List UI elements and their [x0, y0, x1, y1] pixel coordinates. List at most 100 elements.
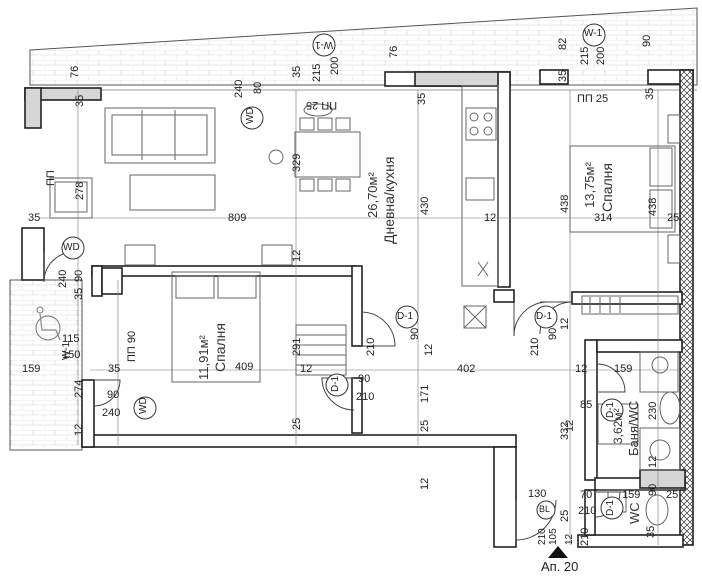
- dim: 12: [564, 533, 575, 545]
- dim: 12: [300, 363, 313, 375]
- dim: 274: [73, 379, 85, 398]
- dim: 240: [57, 269, 69, 288]
- dim: 35: [557, 69, 569, 82]
- dim: 230: [647, 401, 659, 420]
- room-name-bedroom-right: Спалня: [599, 163, 615, 212]
- room-name-bedroom-left: Спалня: [212, 323, 228, 372]
- wardrobe-left: [295, 324, 347, 376]
- armchair: [49, 177, 93, 219]
- dim: 12: [559, 317, 571, 330]
- dim: 240: [102, 407, 121, 419]
- dim: 35: [74, 94, 86, 107]
- dim: 25: [291, 417, 303, 430]
- dim: 12: [575, 363, 588, 375]
- dim: 210: [356, 391, 375, 403]
- dim: 90: [107, 389, 120, 401]
- dim: 159: [622, 489, 641, 501]
- dim: 159: [22, 363, 41, 375]
- dim: 25: [667, 212, 680, 224]
- dim: 12: [647, 455, 659, 468]
- dim: 70: [580, 489, 593, 501]
- dim: 438: [559, 194, 571, 213]
- dim: 438: [647, 197, 659, 216]
- dim: 105: [548, 528, 559, 545]
- entrance-arrow-icon: [548, 546, 568, 558]
- dim: 12: [423, 343, 435, 356]
- dim: 12: [73, 423, 85, 436]
- room-area-living: 26,70м²: [365, 172, 380, 218]
- tag-bl: BL: [539, 504, 551, 514]
- dim: 12: [484, 212, 497, 224]
- dim: 25: [666, 489, 679, 501]
- tag-pp25-b: ПП 25: [577, 93, 609, 105]
- room-name-wc: WC: [627, 502, 642, 524]
- dim: 210: [578, 505, 597, 517]
- dim: 90: [547, 327, 559, 340]
- walls: [21, 69, 694, 548]
- tag-w1-right: W-1: [584, 28, 603, 39]
- dim: 115: [62, 333, 80, 345]
- room-name-bath: Баня/WC: [626, 400, 641, 456]
- dim: 200: [329, 56, 341, 75]
- dim: 90: [647, 483, 659, 496]
- dim: 90: [641, 34, 653, 47]
- dim: 35: [73, 287, 85, 300]
- kitchen-counter: [461, 85, 499, 329]
- dim: 35: [644, 87, 656, 100]
- dim: 210: [365, 337, 377, 356]
- tag-d1-bath: D-1: [605, 401, 616, 418]
- dim: 76: [388, 45, 400, 58]
- tag-wd-bottom: WD: [138, 397, 149, 414]
- dim: 291: [291, 337, 303, 356]
- dimension-lines: [40, 90, 680, 545]
- dim: 25: [419, 419, 431, 432]
- tag-pp90: ПП 90: [126, 330, 138, 362]
- dim: 200: [595, 46, 607, 65]
- dim: 240: [233, 79, 245, 98]
- dim: 171: [419, 384, 431, 403]
- dim: 35: [28, 212, 41, 224]
- dim: 90: [358, 373, 371, 385]
- coffee-table: [129, 174, 216, 211]
- dim: 159: [614, 363, 633, 375]
- dim: 35: [416, 92, 428, 105]
- tag-wd-left: WD: [63, 242, 80, 253]
- dim: 332: [559, 421, 571, 440]
- tag-d1-bedroom: D-1: [536, 311, 553, 322]
- tag-d1-hall: D-1: [330, 375, 341, 392]
- dim: 210: [529, 337, 541, 356]
- dim: 35: [291, 65, 303, 78]
- wheelchair-icon: [35, 306, 61, 341]
- bath-fixtures: [597, 351, 681, 526]
- dim: 409: [235, 361, 254, 373]
- left-balcony: [9, 279, 83, 451]
- dim: 210: [537, 528, 548, 545]
- dining-table: [268, 103, 361, 192]
- dim: 35: [108, 363, 121, 375]
- tag-wd-top: WD: [245, 107, 256, 124]
- dim: 35: [645, 525, 657, 538]
- dim: 90: [73, 269, 85, 282]
- dim: 809: [228, 212, 247, 224]
- tag-pp25-a: ПП 25: [306, 99, 338, 111]
- dim: 215: [311, 63, 323, 82]
- dim: 12: [419, 477, 431, 490]
- room-area-bedroom-left: 11,91м²: [196, 335, 211, 380]
- tag-d1-wc: D-1: [605, 499, 616, 516]
- tag-w1-top: W-1: [315, 39, 334, 50]
- dim: 90: [409, 327, 421, 340]
- dim: 402: [457, 363, 476, 375]
- room-area-bedroom-right: 13,75м²: [582, 162, 597, 208]
- dim: 215: [579, 46, 591, 65]
- dim: 314: [594, 212, 613, 224]
- dim: 12: [291, 249, 303, 262]
- dim: 278: [74, 181, 86, 200]
- dim: 430: [419, 196, 431, 215]
- dim: 82: [557, 37, 569, 50]
- sofa: [104, 107, 216, 164]
- room-name-living: Дневна/кухня: [381, 156, 397, 244]
- bed-left: [124, 244, 293, 383]
- dim: 85: [580, 399, 593, 411]
- tag-d1-kitchen: D-1: [397, 311, 414, 322]
